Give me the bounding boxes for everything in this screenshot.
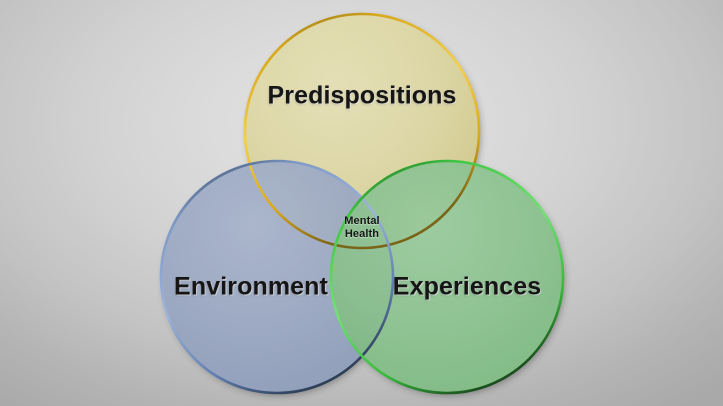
venn-outline-environment	[159, 159, 395, 395]
venn-circle-outlines	[159, 12, 565, 395]
venn-circle-experiences[interactable]	[331, 161, 563, 393]
venn-circle-environment[interactable]	[161, 161, 393, 393]
venn-outline-experiences	[329, 159, 565, 395]
venn-circle-fills	[161, 14, 563, 393]
venn-outline-predispositions	[243, 12, 481, 250]
